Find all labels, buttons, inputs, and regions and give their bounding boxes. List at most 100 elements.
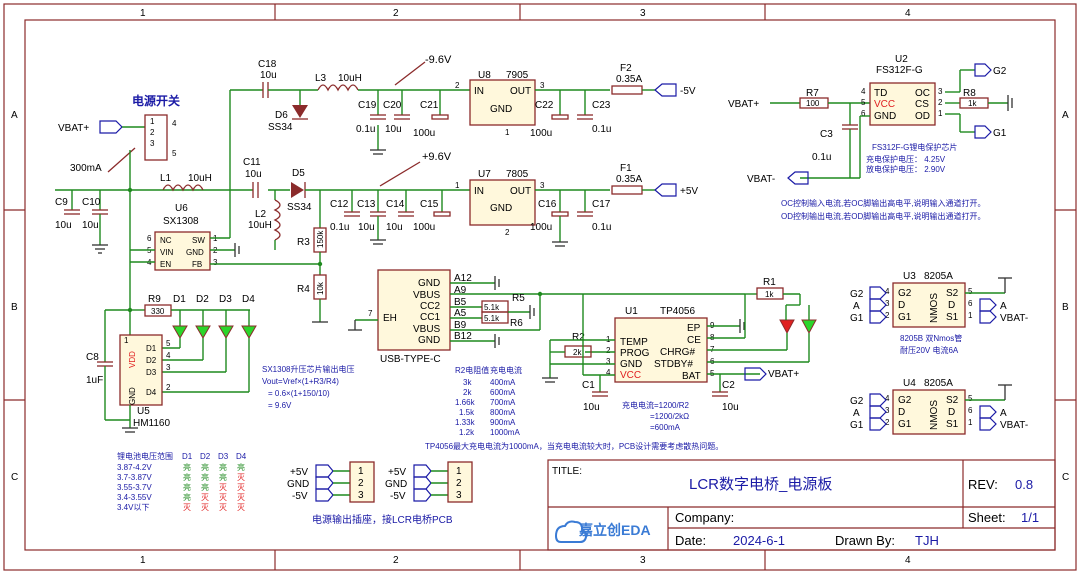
c22-ref: C22 [535, 100, 554, 111]
led-d4-ref: D4 [242, 294, 255, 305]
r2-ref: R2 [572, 332, 585, 343]
u4-pinnum-5: 5 [968, 394, 973, 403]
c16-value: 100u [530, 222, 552, 233]
date-value: 2024-6-1 [733, 533, 785, 548]
f2-value: 0.35A [616, 74, 642, 85]
f1-fuse [611, 185, 643, 195]
r2-table-header-resistor: R2电阻值 [455, 365, 489, 375]
level-table-header-d4: D4 [236, 452, 247, 461]
f2-fuse [611, 85, 643, 95]
c9-value: 10u [55, 220, 72, 231]
u6-part: SX1308 [163, 216, 199, 227]
u5-part: HM1160 [133, 418, 170, 429]
level-table-range: 3.7-3.87V [117, 473, 152, 482]
l1-value: 10uH [188, 173, 212, 184]
c17-ref: C17 [592, 199, 611, 210]
u8-ref: U8 [478, 70, 491, 81]
neg5v-out-label: -5V [680, 86, 696, 97]
u2-pin-td: TD [874, 88, 887, 99]
usb-pinnum-a12: A12 [454, 273, 472, 284]
u5-pin-vdd: VDD [128, 351, 137, 368]
pos5v-out-label: +5V [680, 186, 698, 197]
u2-pin-gnd: GND [874, 111, 896, 122]
usb-pin-gnd-a12: GND [418, 278, 440, 289]
c3-ref: C3 [820, 129, 833, 140]
charge-led-red [779, 319, 795, 335]
level-table-state: 灭 [237, 473, 245, 482]
usb-typec-connector [377, 269, 451, 351]
u4-net-g1: G1 [850, 420, 864, 431]
boost-note-calc: = 0.6×(1+150/10) [268, 389, 330, 398]
level-table-state: 灭 [183, 503, 191, 512]
u7-pin-gnd: GND [490, 203, 512, 214]
u6-pin-gnd: GND [186, 248, 204, 257]
level-table-state: 亮 [183, 482, 191, 492]
u6-pin-en: EN [160, 260, 171, 269]
mosfet-section: U3 8205A NMOS G2 D G1 S2 D S1 4 3 2 5 6 … [850, 271, 1028, 435]
f2-ref: F2 [620, 63, 632, 74]
u4-pin-s1: S1 [946, 419, 959, 430]
u4-pin-s2: S2 [946, 395, 959, 406]
led-d4 [241, 325, 257, 339]
power-switch-section: 电源开关 VBAT+ 1 2 3 4 5 300mA [58, 93, 180, 190]
u2-pin-cs: CS [915, 99, 929, 110]
l2-ref: L2 [255, 209, 267, 220]
u3-pinnum-5: 5 [968, 287, 973, 296]
r2-table-row4-i: 800mA [490, 408, 516, 417]
u3-net-g2: G2 [850, 289, 864, 300]
u3-net-a-left: A [853, 301, 860, 312]
u2-pinnum-3: 3 [938, 87, 943, 96]
c8-value: 1uF [86, 375, 103, 386]
level-table-header-d1: D1 [182, 452, 193, 461]
power-switch [144, 114, 168, 161]
r1-value: 1k [765, 290, 774, 299]
usb-typec-section: USB-TYPE-C EH 7 GND VBUS CC2 CC1 VBUS GN… [348, 269, 745, 365]
header1-net-pos5v: +5V [290, 467, 308, 478]
u1-pin-vcc: VCC [620, 370, 641, 381]
u4-a-port-right [979, 405, 997, 419]
header2-connector [447, 461, 473, 503]
u5-pinnum-1: 1 [124, 336, 129, 345]
u3-a-port-left [869, 298, 887, 312]
neg-rail-label: -9.6V [425, 54, 452, 66]
r3-ref: R3 [297, 237, 310, 248]
r9-value: 330 [151, 307, 165, 316]
headers-note: 电源输出插座，接LCR电桥PCB [312, 513, 453, 526]
u3-ref: U3 [903, 271, 916, 282]
u4-pinnum-4: 4 [885, 394, 890, 403]
charger-note-result: =600mA [650, 423, 681, 432]
header1-pin-1: 1 [358, 466, 364, 477]
c23-ref: C23 [592, 100, 611, 111]
r2-table-row5-r: 1.33k [455, 418, 476, 427]
u3-part: 8205A [924, 271, 953, 282]
led-d1-ref: D1 [173, 294, 186, 305]
c2-ref: C2 [722, 380, 735, 391]
level-table-header-d3: D3 [218, 452, 229, 461]
d6-diode [292, 105, 308, 118]
c18-ref: C18 [258, 59, 277, 70]
pos5v-port [654, 183, 677, 197]
usb-pin-vbus-a9: VBUS [413, 290, 441, 301]
r2-table-row5-i: 900mA [490, 418, 516, 427]
u3-pinnum-6: 6 [968, 299, 973, 308]
u3-pin-s1: S1 [946, 312, 959, 323]
level-table-header-d2: D2 [200, 452, 211, 461]
u1-pinnum-4: 4 [606, 368, 611, 377]
u3-pin-g1: G1 [898, 312, 912, 323]
u4-pinnum-6: 6 [968, 406, 973, 415]
d5-diode [291, 182, 304, 198]
row-label-left-a: A [11, 110, 18, 121]
vbat-plus-port-charger [744, 367, 767, 381]
vbat-plus-port-switch [99, 120, 123, 134]
c1-ref: C1 [582, 380, 595, 391]
vbat-minus-label-protect: VBAT- [747, 174, 775, 185]
f1-ref: F1 [620, 163, 632, 174]
u3-g1-port [869, 310, 887, 324]
usb-ref: USB-TYPE-C [380, 354, 441, 365]
u4-pin-d-left: D [898, 407, 905, 418]
u1-pin-stdby: STDBY# [654, 359, 693, 370]
c13-ref: C13 [357, 199, 376, 210]
level-table-range: 3.4V以下 [117, 503, 149, 512]
sheet-frame [3, 3, 1077, 571]
c13-value: 10u [358, 222, 375, 233]
